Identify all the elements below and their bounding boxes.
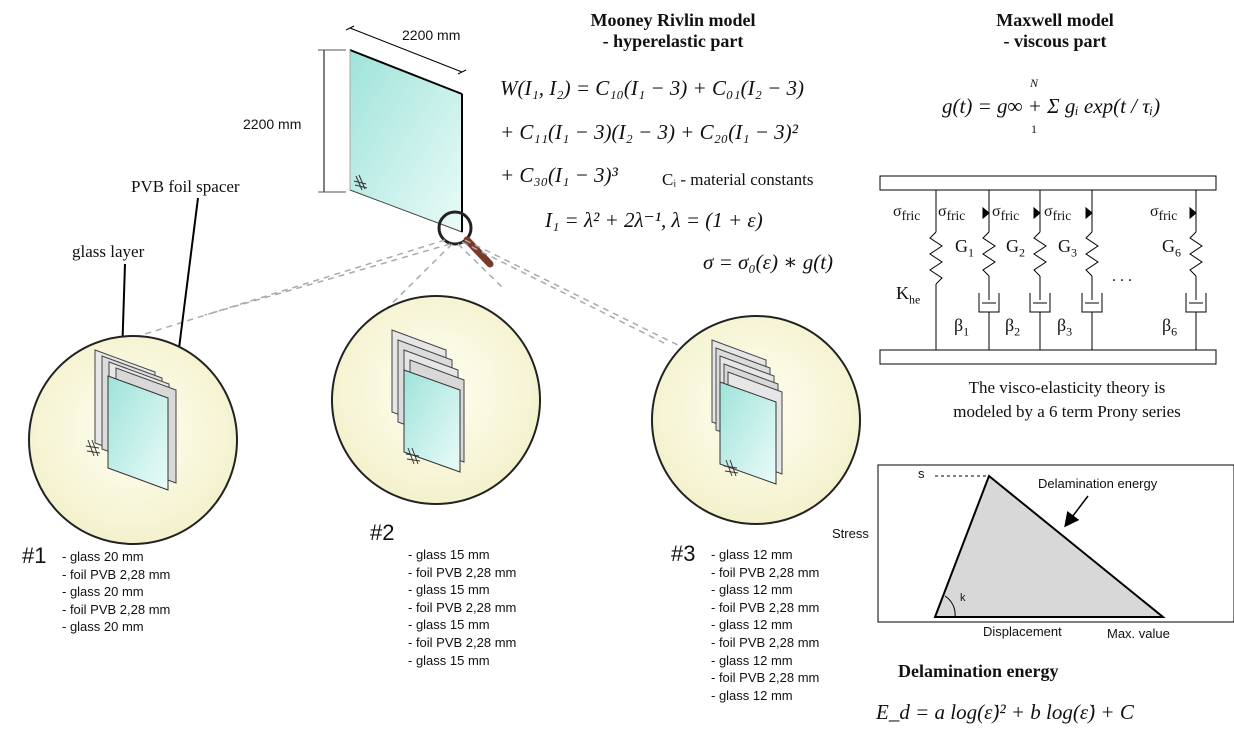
sigma-fric-label-0: σfric [893, 203, 921, 224]
layer-item: - glass 12 mm [711, 652, 793, 668]
layer-item: - foil PVB 2,28 mm [408, 634, 517, 650]
sigma-fric-label-1: σfric [938, 203, 966, 224]
variant-2-circle [331, 295, 541, 505]
prony-caption-line2: modeled by a 6 term Prony series [953, 402, 1181, 421]
mooney-constants-note: Cᵢ - material constants [662, 170, 814, 189]
chart-ylabel: Stress [832, 526, 869, 541]
chart-annotation: Delamination energy [1038, 476, 1158, 491]
g2-label: G2 [1006, 236, 1025, 260]
pvb-foil-label: PVB foil spacer [131, 177, 240, 196]
prony-series-eq: g(t) = g∞ + Σ gᵢ exp(t / τᵢ) [942, 94, 1161, 118]
chart-k-label: k [960, 592, 966, 604]
delam-energy-title: Delamination energy [898, 661, 1059, 681]
stress-coupling-eq: σ = σ₀(ε) ∗ g(t) [703, 250, 834, 274]
beta2-label: β2 [1005, 315, 1021, 339]
layer-item: - glass 12 mm [711, 582, 793, 598]
variant-1-circle [28, 335, 238, 545]
chart-xmax-label: Max. value [1107, 626, 1170, 641]
g1-label: G1 [955, 236, 974, 260]
variant-2-number: #2 [370, 520, 395, 545]
delam-energy-equation: E_d = a log(ε̇)² + b log(ε̇) + C [876, 700, 1134, 724]
layer-item: - foil PVB 2,28 mm [408, 564, 517, 580]
layer-item: - foil PVB 2,28 mm [711, 564, 820, 580]
layer-item: - foil PVB 2,28 mm [62, 601, 171, 617]
beta3-label: β3 [1057, 315, 1073, 339]
variant-1-layers: - glass 20 mm - foil PVB 2,28 mm - glass… [62, 548, 170, 636]
layer-item: - glass 12 mm [711, 687, 793, 703]
prony-caption-line1: The visco-elasticity theory is [968, 378, 1166, 397]
layer-item: - glass 15 mm [408, 617, 490, 633]
layer-item: - glass 20 mm [62, 584, 144, 600]
magnifier-icon [437, 210, 494, 268]
k-he-label: Khe [896, 283, 921, 307]
layer-item: - glass 12 mm [711, 617, 793, 633]
chart-xlabel: Displacement [983, 624, 1062, 639]
layer-item: - glass 15 mm [408, 547, 490, 562]
mooney-invariant-eq: I₁ = λ² + 2λ⁻¹, λ = (1 + ε) [545, 208, 763, 232]
layer-item: - glass 20 mm [62, 549, 144, 564]
layer-item: - foil PVB 2,28 mm [711, 634, 820, 650]
sigma-fric-label-2: σfric [992, 203, 1020, 224]
layer-item: - foil PVB 2,28 mm [62, 566, 171, 582]
sum-upper-limit: N [1030, 76, 1039, 90]
variant-2-layers: - glass 15 mm - foil PVB 2,28 mm - glass… [408, 546, 516, 669]
beta6-label: β6 [1162, 315, 1178, 339]
crack-mark-icon [353, 174, 368, 191]
sigma-fric-label-3: σfric [1044, 203, 1072, 224]
ellipsis-dots: . . . [1112, 268, 1132, 285]
beta1-label: β1 [954, 315, 970, 339]
variant-3-number: #3 [671, 541, 696, 566]
delamination-area [933, 474, 1166, 618]
mooney-title: Mooney Rivlin model - hyperelastic part [520, 10, 826, 52]
mooney-title-line2: - hyperelastic part [602, 31, 744, 51]
glass-layer-label: glass layer [72, 242, 145, 261]
mooney-eq-line2: + C₁₁(I₁ − 3)(I₂ − 3) + C₂₀(I₁ − 3)² [500, 120, 798, 144]
g3-label: G3 [1058, 236, 1077, 260]
maxwell-title-line1: Maxwell model [996, 10, 1114, 30]
layer-item: - glass 15 mm [408, 652, 490, 668]
g6-label: G6 [1162, 236, 1181, 260]
variant-1-number: #1 [22, 543, 47, 568]
layer-item: - foil PVB 2,28 mm [711, 670, 820, 686]
layer-item: - foil PVB 2,28 mm [408, 599, 517, 615]
maxwell-title: Maxwell model - viscous part [980, 10, 1130, 52]
variant-3-layers: - glass 12 mm - foil PVB 2,28 mm - glass… [711, 546, 819, 704]
chart-s-label: s [918, 466, 925, 481]
dimension-height-label: 2200 mm [243, 116, 302, 132]
layer-item: - foil PVB 2,28 mm [711, 599, 820, 615]
sum-lower-limit: 1 [1031, 122, 1037, 136]
mooney-eq-line1: W(I₁, I₂) = C₁₀(I₁ − 3) + C₀₁(I₂ − 3) [500, 76, 805, 100]
layer-item: - glass 12 mm [711, 547, 793, 562]
variant-3-circle [651, 315, 861, 525]
dimension-width-label: 2200 mm [402, 27, 461, 43]
sigma-fric-label-6: σfric [1150, 203, 1178, 224]
prony-caption: The visco-elasticity theory is modeled b… [900, 376, 1234, 424]
delamination-chart [877, 464, 1234, 623]
layer-item: - glass 20 mm [62, 619, 144, 635]
layer-item: - glass 15 mm [408, 582, 490, 598]
maxwell-rheology-model [879, 175, 1217, 365]
dimension-lines [318, 25, 467, 193]
main-glass-panel [349, 49, 463, 233]
mooney-eq-line3: + C₃₀(I₁ − 3)³ [500, 163, 618, 187]
maxwell-title-line2: - viscous part [1003, 31, 1107, 51]
mooney-title-line1: Mooney Rivlin model [590, 10, 756, 30]
